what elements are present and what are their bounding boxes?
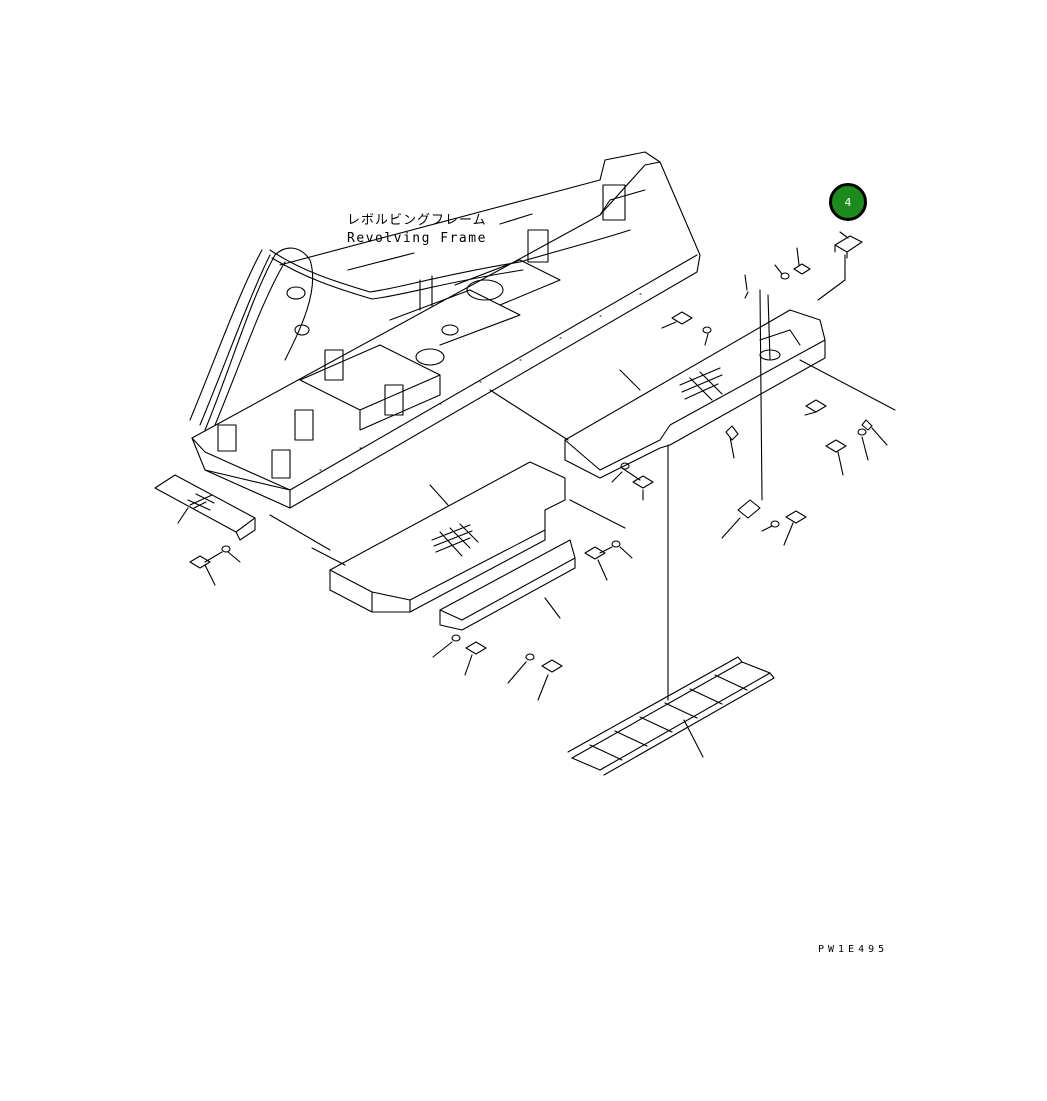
drawing-code: PW1E495: [818, 944, 889, 955]
revolving-frame-label-japanese: レボルビングフレーム: [347, 213, 487, 228]
callout-number: 4: [844, 195, 852, 209]
revolving-frame-label-english: Revolving Frame: [347, 231, 487, 246]
fasteners: [189, 263, 873, 673]
leader-lines: [204, 213, 896, 701]
revolving-frame: [189, 151, 701, 509]
part-4-bracket: [834, 231, 863, 259]
ladder: [567, 656, 775, 776]
front-cover-plate: [154, 474, 256, 541]
step-cover-large: [329, 461, 566, 613]
callout-badge-4[interactable]: 4: [829, 183, 867, 221]
lower-step-plate: [439, 539, 576, 631]
step-cover-right: [564, 309, 826, 479]
